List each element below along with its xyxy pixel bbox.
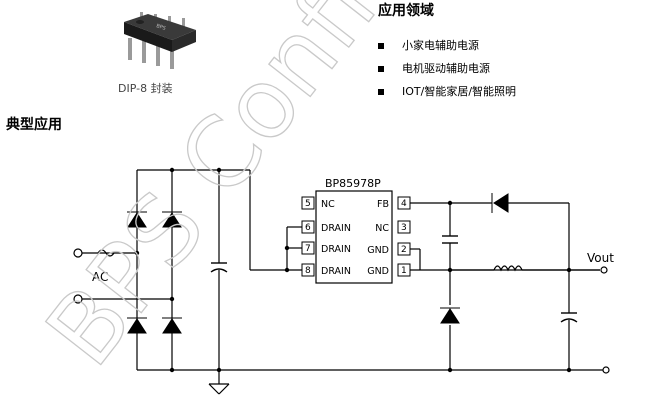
application-item: 电机驱动辅助电源 <box>402 61 490 75</box>
list-item: 电机驱动辅助电源 <box>378 57 516 80</box>
pin-number: 1 <box>401 266 407 276</box>
dip8-package-image: BPS <box>124 12 196 69</box>
applications-title: 应用领域 <box>378 3 434 19</box>
pin-name: NC <box>321 199 335 210</box>
applications-list: 小家电辅助电源 电机驱动辅助电源 IOT/智能家居/智能照明 <box>378 34 516 103</box>
list-item: 小家电辅助电源 <box>378 34 516 57</box>
pin-name: DRAIN <box>321 266 351 277</box>
bullet-icon <box>378 65 384 72</box>
pin-number: 3 <box>401 223 407 233</box>
svg-text:BPS: BPS <box>155 23 166 32</box>
pin-name: DRAIN <box>321 223 351 234</box>
pin-name: FB <box>377 199 389 210</box>
package-label: DIP-8 封装 <box>118 82 173 95</box>
pin-number: 4 <box>401 199 407 209</box>
pin-name: DRAIN <box>321 244 351 255</box>
typical-application-title: 典型应用 <box>6 117 62 133</box>
bullet-icon <box>378 88 384 95</box>
pin-number: 7 <box>305 244 311 254</box>
chip-name: BP85978P <box>325 177 381 190</box>
pin-name: GND <box>367 266 389 277</box>
vout-label: Vout <box>587 251 614 265</box>
application-item: 小家电辅助电源 <box>402 38 479 52</box>
application-item: IOT/智能家居/智能照明 <box>402 84 517 98</box>
bullet-icon <box>378 42 384 49</box>
list-item: IOT/智能家居/智能照明 <box>378 80 516 103</box>
pin-name: GND <box>367 245 389 256</box>
pin-name: NC <box>375 223 389 234</box>
pin-number: 2 <box>401 245 407 255</box>
pin-number: 8 <box>305 266 311 276</box>
pin-number: 6 <box>305 223 311 233</box>
ac-label: AC <box>92 270 108 284</box>
pin-number: 5 <box>305 199 311 209</box>
